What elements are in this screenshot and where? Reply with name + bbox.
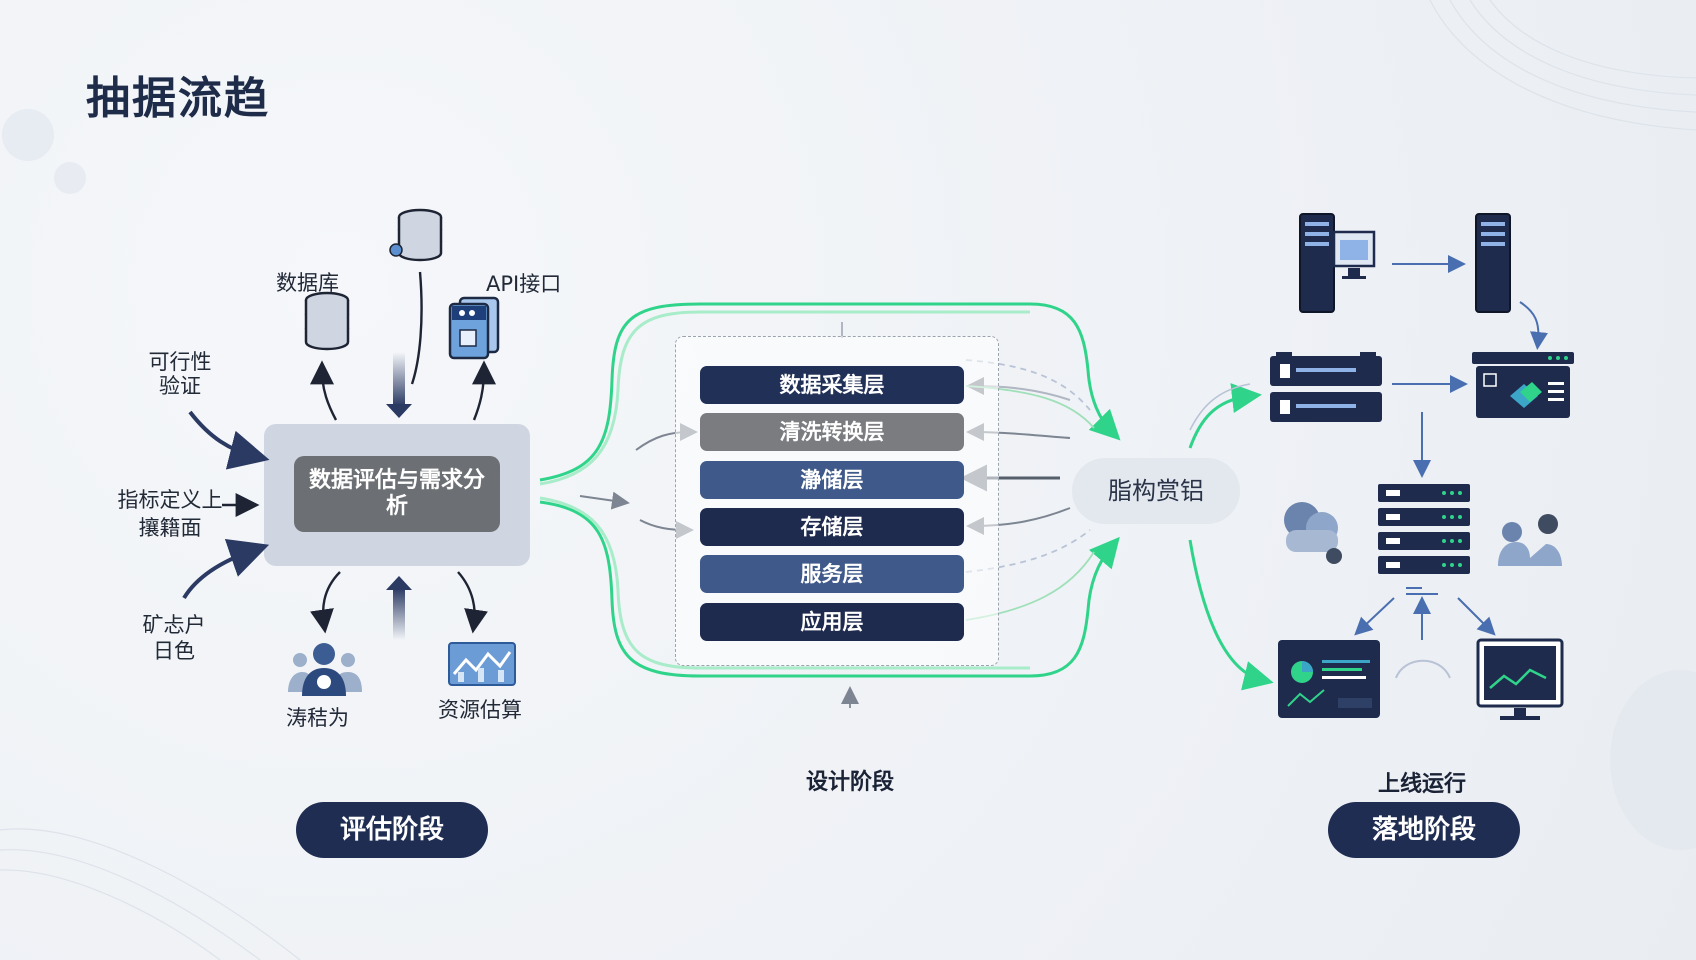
api-icon — [448, 296, 500, 360]
layer-staging[interactable]: 瀞储层 — [700, 461, 964, 499]
data-evaluation-node[interactable]: 数据评估与需求分析 — [294, 456, 500, 532]
architecture-node[interactable]: 脂构赏铝 — [1072, 458, 1240, 524]
user-label: 矿忐户 日色 — [142, 613, 206, 663]
deploy-stage-button[interactable]: 落地阶段 — [1328, 802, 1520, 858]
resource-estimate-label: 资源估算 — [438, 698, 522, 722]
database-label: 数据库 — [276, 271, 339, 295]
team-icon — [1498, 514, 1562, 566]
user-behavior-icon — [288, 643, 362, 696]
dashboard-icon — [1278, 640, 1380, 718]
server-tower-icon — [1299, 213, 1376, 313]
layer-service[interactable]: 服务层 — [700, 555, 964, 593]
cloud-icon — [1284, 502, 1342, 564]
monitor-icon — [1476, 638, 1564, 720]
design-stage-title: 设计阶段 — [806, 770, 895, 795]
layer-application[interactable]: 应用层 — [700, 603, 964, 641]
layer-cleaning-transform[interactable]: 清洗转换层 — [700, 413, 964, 451]
api-label: API接口 — [486, 272, 562, 296]
database-icon — [304, 291, 350, 351]
metrics-label: 指标定义上 攘籍面 — [117, 488, 223, 540]
evaluation-stage-button[interactable]: 评估阶段 — [296, 802, 488, 858]
page-title: 抽据流趋 — [86, 73, 270, 124]
layer-storage[interactable]: 存储层 — [700, 508, 964, 546]
layer-data-collection[interactable]: 数据采集层 — [700, 366, 964, 404]
database-cluster-icon — [389, 208, 443, 262]
resource-estimate-icon — [448, 642, 516, 686]
deploy-stage-title: 上线运行 — [1378, 772, 1467, 797]
user-behavior-label: 涛秸为 — [286, 706, 349, 730]
feasibility-label: 可行性 验证 — [148, 350, 212, 398]
